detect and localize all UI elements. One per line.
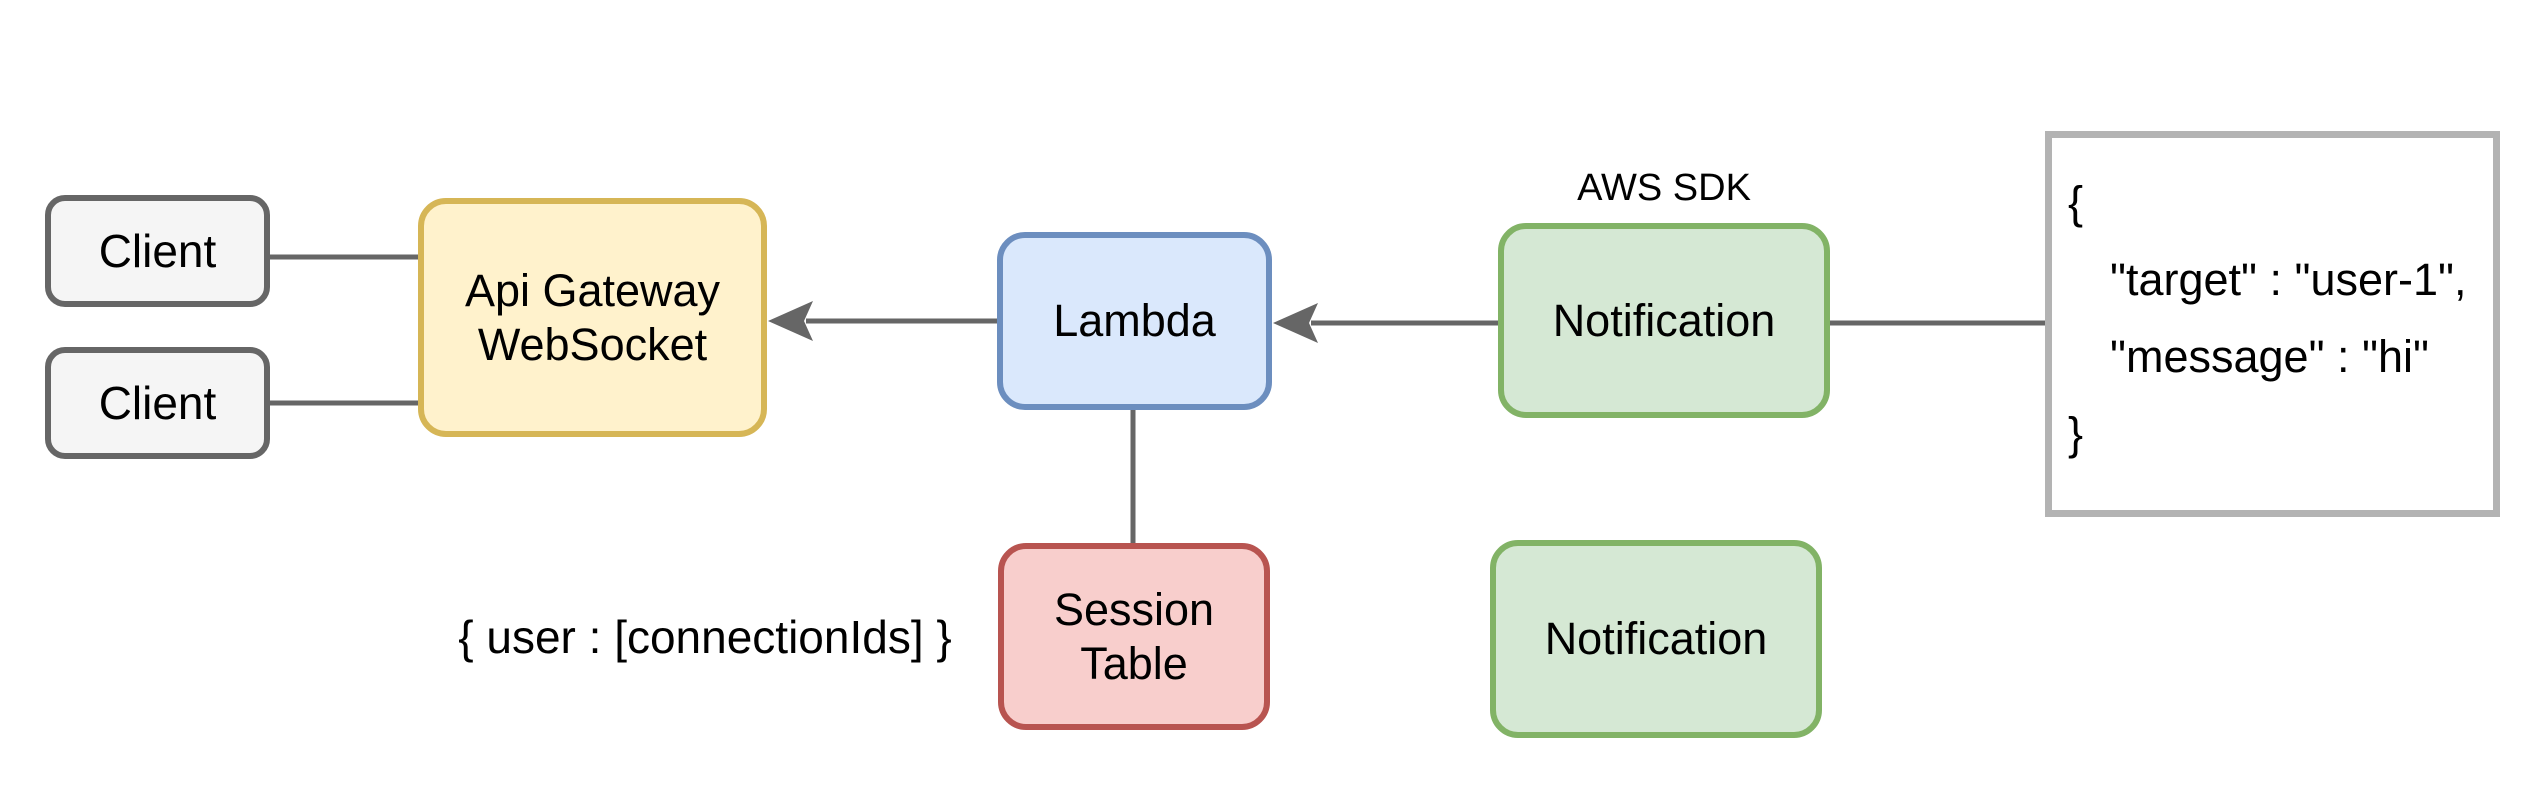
node-lambda-label: Lambda: [1053, 295, 1216, 347]
node-client-1-label: Client: [98, 224, 217, 277]
payload-line-close-brace: }: [2068, 408, 2084, 459]
node-api-gateway-websocket: Api Gateway WebSocket: [418, 198, 767, 437]
payload-line-open-brace: {: [2068, 177, 2084, 228]
payload-line-target: "target" : "user-1",: [2110, 254, 2467, 305]
node-client-2-label: Client: [98, 376, 217, 429]
session-mapping-annotation: { user : [connectionIds] }: [430, 608, 980, 666]
aws-sdk-annotation-text: AWS SDK: [1577, 166, 1751, 209]
session-mapping-annotation-text: { user : [connectionIds] }: [458, 611, 952, 663]
node-api-gateway-websocket-label: Api Gateway WebSocket: [464, 265, 721, 370]
node-notification-top: Notification: [1498, 223, 1830, 418]
node-notification-top-label: Notification: [1552, 294, 1776, 346]
node-notification-bottom: Notification: [1490, 540, 1822, 738]
aws-sdk-annotation: AWS SDK: [1498, 164, 1830, 212]
node-client-1: Client: [45, 195, 270, 307]
node-session-table-label: Session Table: [1053, 584, 1215, 689]
arrowhead-into-apigateway: [768, 301, 813, 341]
payload-line-message: "message" : "hi": [2110, 331, 2430, 382]
node-lambda: Lambda: [997, 232, 1272, 410]
node-session-table: Session Table: [998, 543, 1270, 730]
node-client-2: Client: [45, 347, 270, 459]
arrowhead-into-lambda: [1273, 303, 1318, 343]
payload-json-box: { "target" : "user-1", "message" : "hi" …: [2045, 131, 2500, 517]
node-notification-bottom-label: Notification: [1544, 613, 1768, 665]
